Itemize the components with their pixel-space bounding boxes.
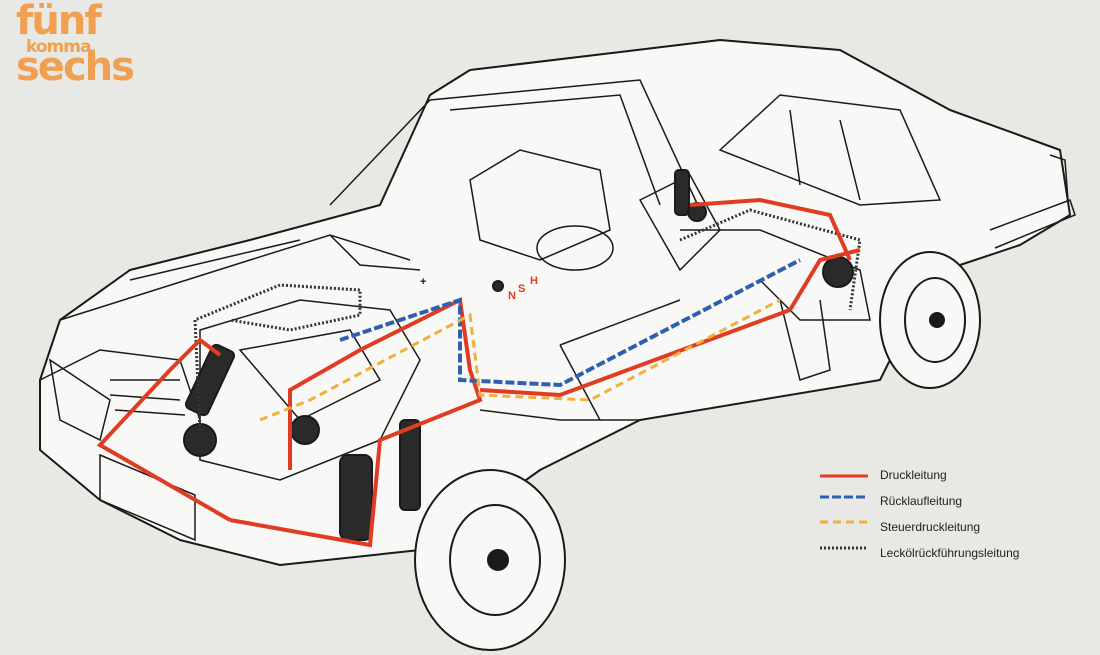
rear-wheel <box>879 251 981 389</box>
legend-row-druck: Druckleitung <box>820 462 1080 488</box>
logo-line3: sechs <box>16 44 135 90</box>
logo-line2: komma <box>26 37 91 57</box>
pipe-druck <box>96 197 861 548</box>
front-wheel <box>414 469 566 651</box>
legend-label-druck: Druckleitung <box>880 468 947 482</box>
pipe-ruecklauf <box>339 258 801 388</box>
funf-komma-sechs-logo: fünf komma sechs <box>12 0 172 90</box>
legend-label-leckoel: Leckölrückführungsleitung <box>880 546 1020 560</box>
logo-line1: fünf <box>16 0 102 44</box>
s-marker: S <box>518 283 526 295</box>
legend-row-steuer: Steuerdruckleitung <box>820 514 1080 540</box>
pipe-legend: Druckleitung Rücklaufleitung Steuerdruck… <box>820 462 1080 566</box>
car-detail-lines <box>39 39 1076 542</box>
legend-row-ruecklauf: Rücklaufleitung <box>820 488 1080 514</box>
legend-swatches <box>820 474 868 550</box>
plus-marker: + <box>420 276 427 288</box>
legend-label-steuer: Steuerdruckleitung <box>880 520 981 534</box>
h-marker: H <box>530 275 538 287</box>
pipe-steuer <box>259 298 781 422</box>
n-marker: N <box>508 290 516 302</box>
legend-label-ruecklauf: Rücklaufleitung <box>880 494 963 508</box>
legend-row-leckoel: Leckölrückführungsleitung <box>820 540 1080 566</box>
pipe-leckoel <box>193 208 862 431</box>
